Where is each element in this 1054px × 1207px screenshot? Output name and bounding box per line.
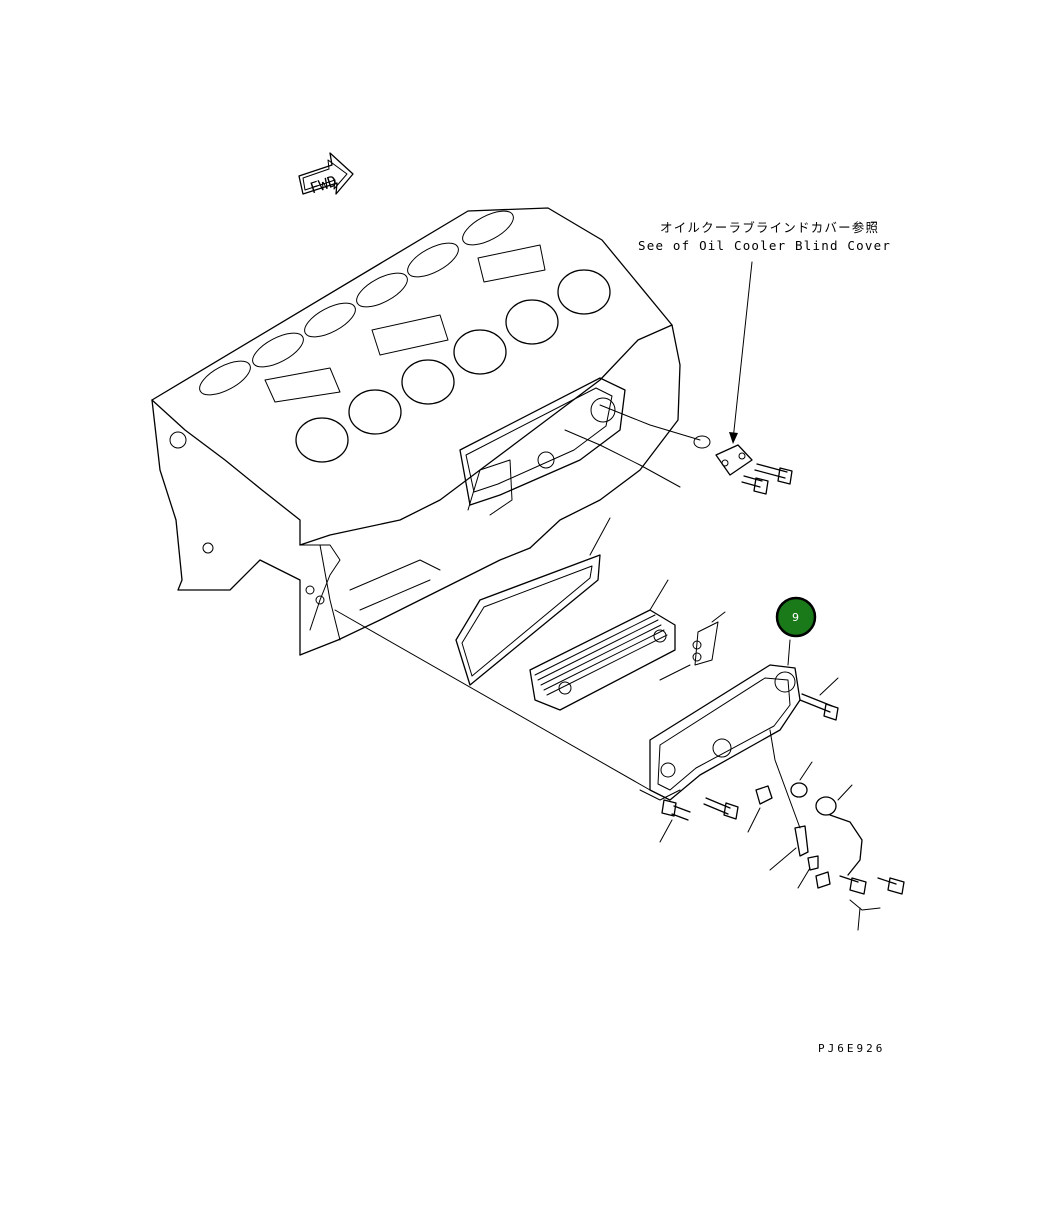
bolt-upper-2 — [741, 475, 769, 495]
reference-leader-line — [732, 261, 753, 441]
bolt-cover-right — [799, 677, 839, 721]
plug-nut — [747, 785, 773, 833]
fwd-label: FWD — [308, 172, 339, 197]
bolt-lower-left — [659, 799, 691, 843]
o-ring-lower — [790, 782, 808, 798]
blind-cover — [715, 444, 753, 476]
bolt-lower-mid — [703, 797, 739, 820]
oil-cooler-core — [529, 579, 676, 711]
forward-arrow-icon: FWD — [298, 152, 354, 197]
clip — [797, 855, 831, 889]
bolt-upper-1 — [754, 463, 793, 485]
sensor — [815, 784, 863, 876]
reference-note-jp: オイルクーラブラインドカバー参照 — [660, 220, 879, 235]
part-number-label: 9 — [792, 611, 799, 624]
oil-cooler-cover — [639, 639, 801, 801]
bolt-set-bottom — [839, 875, 905, 931]
clamp — [769, 729, 809, 871]
core-gaskets — [659, 611, 726, 681]
drawing-code: PJ6E926 — [818, 1042, 885, 1055]
alignment-line — [334, 609, 651, 791]
o-ring-upper — [693, 435, 711, 449]
oil-cooler-mount — [459, 377, 701, 516]
engine-block — [151, 207, 681, 656]
reference-note-en: See of Oil Cooler Blind Cover — [638, 238, 891, 253]
reference-arrow-icon — [729, 432, 738, 444]
part-number-badge: 9 — [775, 596, 817, 638]
gasket — [455, 517, 611, 686]
